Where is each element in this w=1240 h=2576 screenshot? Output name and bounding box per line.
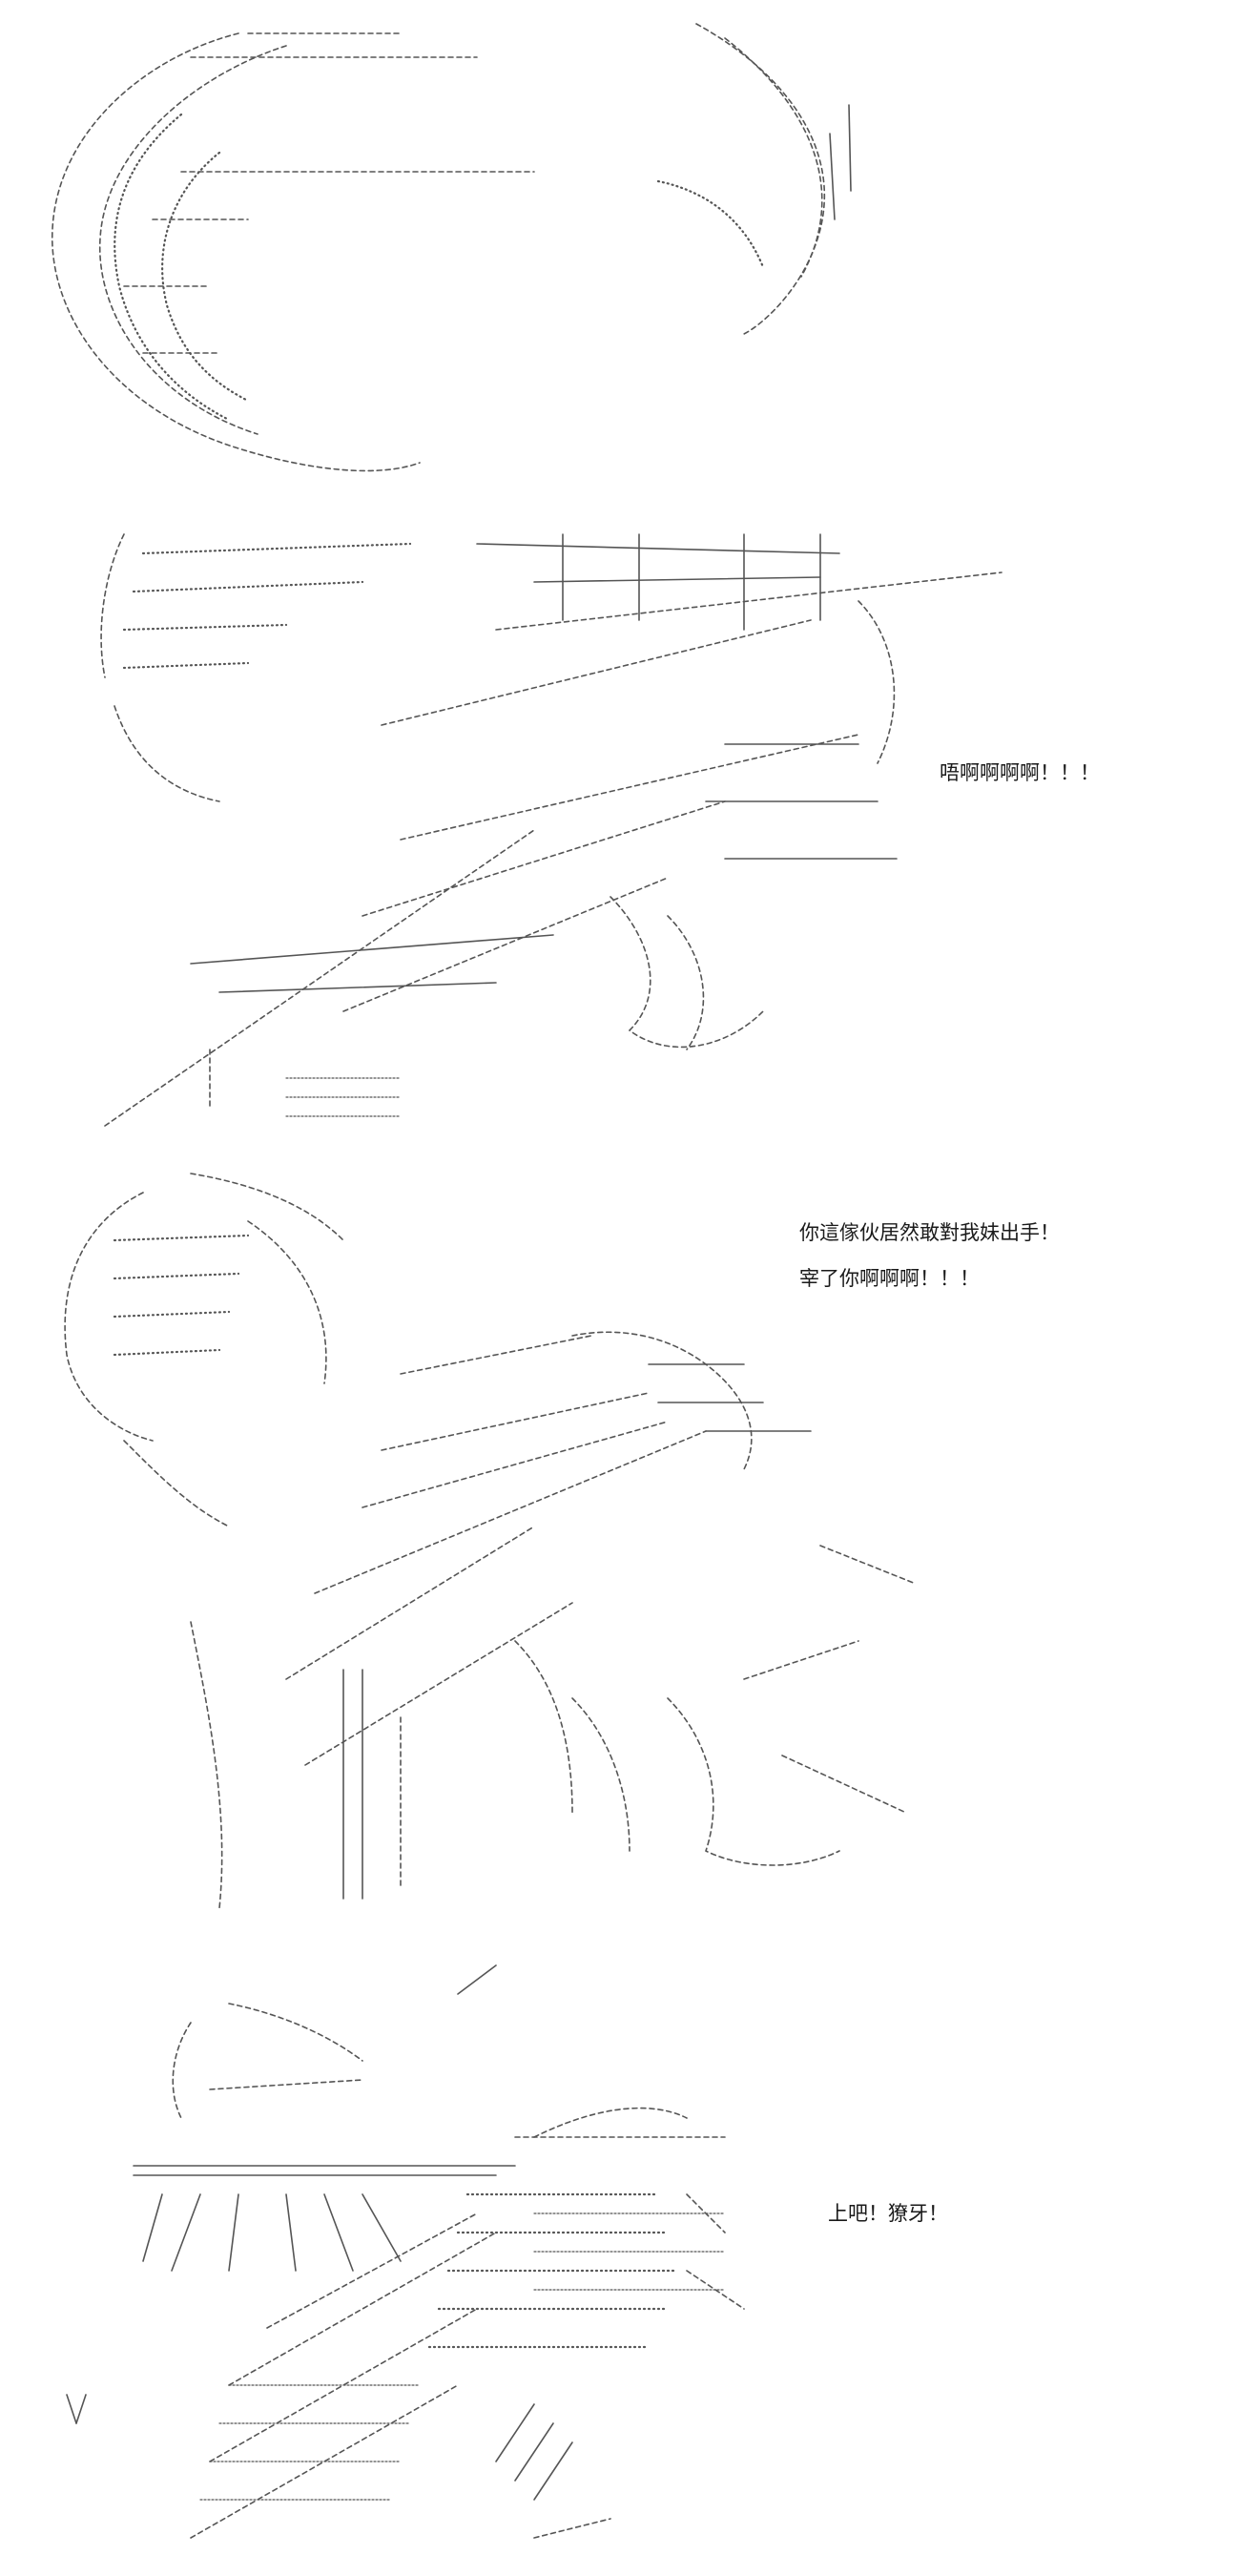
charging-character-art — [100, 533, 1002, 1127]
fang-attack-art — [66, 1964, 745, 2539]
dialogue-scream: 唔啊啊啊啊！！！ — [940, 761, 1100, 784]
panel-charging-character: 唔啊啊啊啊！！！ — [0, 515, 1240, 1145]
dialogue-threat: 宰了你啊啊啊！！！ — [799, 1267, 980, 1290]
panel-slash-arc — [0, 0, 1240, 515]
angry-character-art — [64, 1173, 917, 1909]
slash-arc-art — [52, 23, 852, 472]
panel-angry-character: 你這傢伙居然敢對我妹出手！ 宰了你啊啊啊！！！ — [0, 1145, 1240, 1946]
dialogue-accusation: 你這傢伙居然敢對我妹出手！ — [799, 1221, 1060, 1244]
dialogue-command: 上吧！獠牙！ — [828, 2202, 948, 2225]
panel-fang-attack: 上吧！獠牙！ — [0, 1946, 1240, 2576]
